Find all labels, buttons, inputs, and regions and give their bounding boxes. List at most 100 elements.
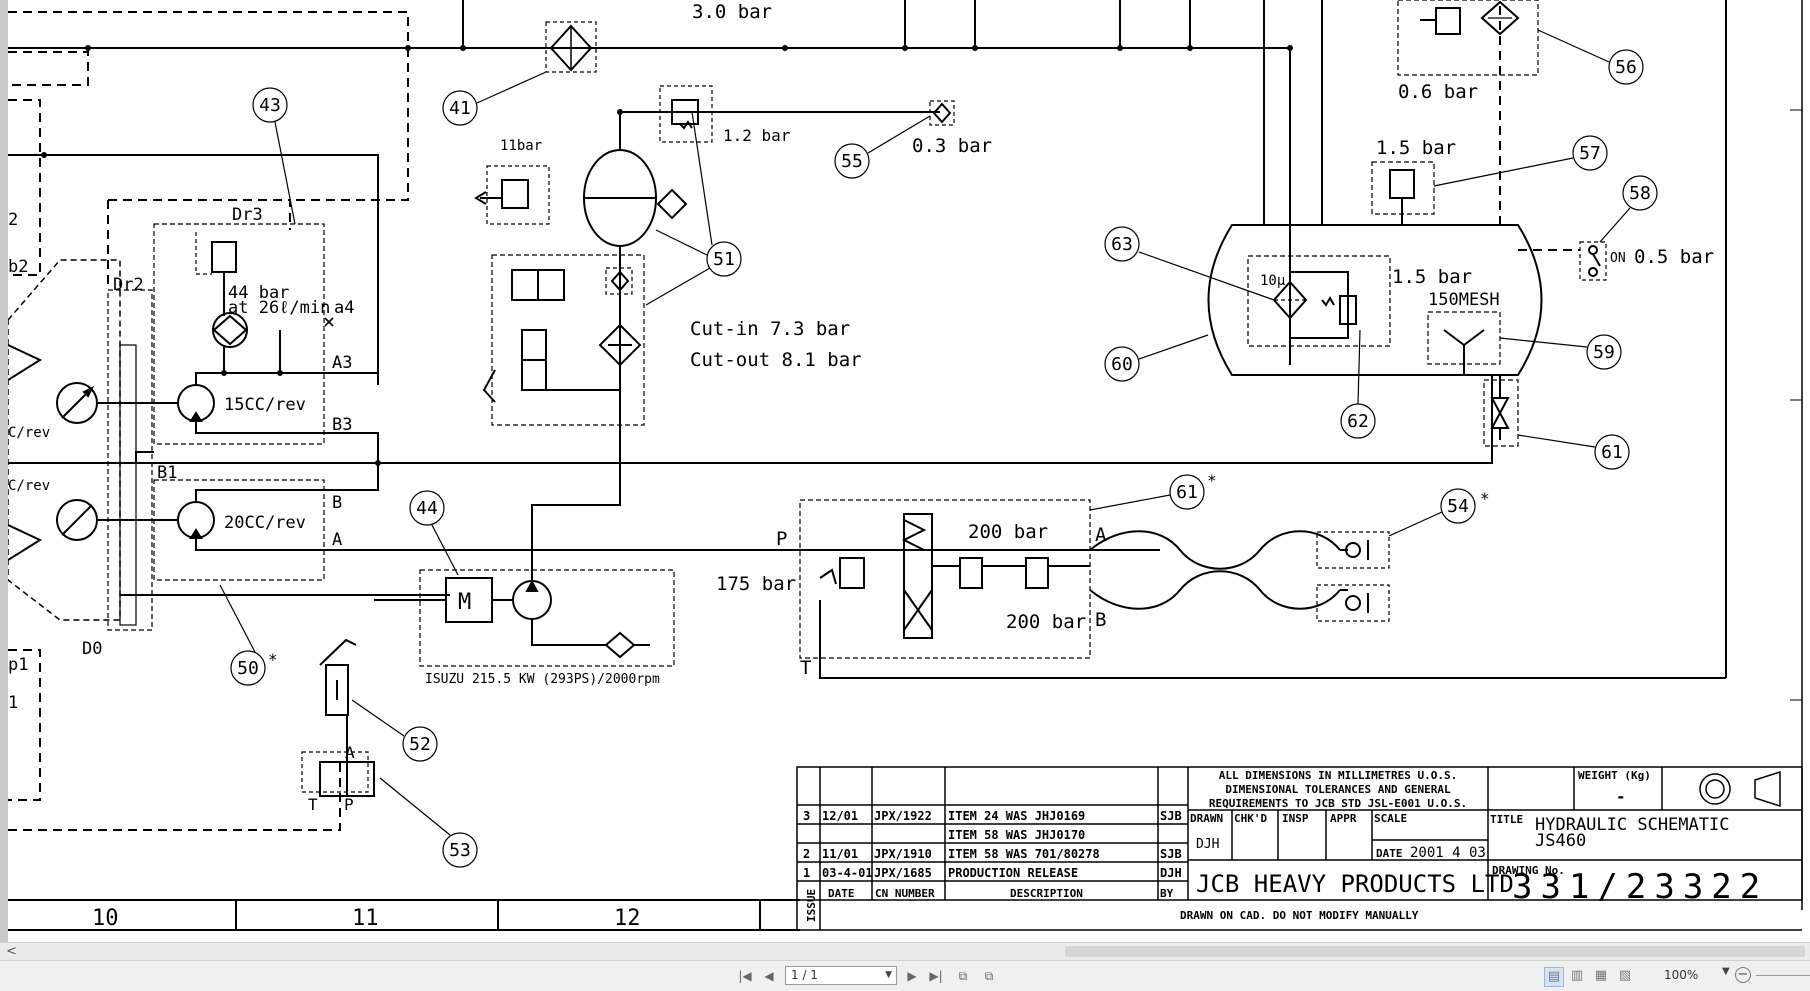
pressure-label: 1.2 bar [723, 126, 791, 145]
tb-row-by: DJH [1160, 866, 1182, 880]
next-page-icon[interactable]: ▶ [907, 969, 917, 983]
tb-row-by: SJB [1160, 809, 1182, 823]
facing-view-icon[interactable]: ▦ [1594, 968, 1608, 983]
tb-drawing-no-label: DRAWING No. [1492, 864, 1565, 877]
tb-row-date: 03-4-01 [822, 866, 873, 880]
motor-label: M [458, 590, 471, 615]
displacement-label: 20CC/rev [224, 513, 306, 533]
prev-page-icon[interactable]: ◀ [764, 969, 774, 983]
star-marker: * [268, 650, 278, 669]
pressure-label: 0.3 bar [912, 135, 992, 157]
column-label: 11 [352, 906, 379, 931]
tb-row-date: 12/01 [822, 809, 858, 823]
page-number-field[interactable]: 1 / 1 ▼ [785, 966, 897, 985]
tb-note: DIMENSIONAL TOLERANCES AND GENERAL [1225, 783, 1451, 796]
tb-date-value: 2001 4 03 [1410, 845, 1486, 861]
tb-title-2: JS460 [1535, 831, 1586, 851]
tb-note: ALL DIMENSIONS IN MILLIMETRES U.O.S. [1219, 769, 1457, 782]
single-page-view-icon[interactable]: ▤ [1544, 967, 1564, 987]
scroll-left-arrow[interactable]: < [6, 944, 17, 959]
callout-44: 44 [416, 498, 438, 519]
port-label: a4 [334, 298, 354, 318]
zoom-slider[interactable] [1756, 975, 1810, 976]
first-page-icon[interactable]: |◀ [738, 969, 752, 983]
callout-62: 62 [1347, 411, 1369, 432]
scrollbar-thumb[interactable] [1065, 946, 1805, 957]
tb-weight-value: - [1616, 787, 1626, 806]
port-label: b2 [8, 257, 28, 277]
star-marker: * [1480, 489, 1490, 508]
document-canvas: 10 11 12 3.0 bar [0, 0, 1803, 942]
zoom-out-icon[interactable]: − [1735, 967, 1751, 983]
tb-insp: INSP [1282, 812, 1309, 825]
callout-58: 58 [1629, 183, 1651, 204]
displacement-label: C/rev [8, 478, 50, 494]
pressure-label: at 26ℓ/min [228, 298, 330, 318]
tb-row-desc: ITEM 24 WAS JHJ0169 [948, 809, 1085, 823]
tb-title-1: HYDRAULIC SCHEMATIC [1535, 815, 1729, 835]
callout-63: 63 [1111, 234, 1133, 255]
tb-row-cn: JPX/1922 [874, 809, 932, 823]
tb-row-cn: JPX/1910 [874, 847, 932, 861]
column-label: 10 [92, 906, 119, 931]
tb-col-date: DATE [828, 887, 855, 900]
zoom-dropdown-icon[interactable]: ▼ [1722, 966, 1730, 977]
viewer-toolbar: |◀ ◀ 1 / 1 ▼ ▶ ▶| ⧉ ⧉ ▤ ▥ ▦ ▧ 100% ▼ − [0, 960, 1810, 991]
tb-row-cn: JPX/1685 [874, 866, 932, 880]
port-label: A [1095, 524, 1107, 546]
facing-continuous-icon[interactable]: ▧ [1618, 968, 1632, 983]
callout-52: 52 [409, 734, 431, 755]
tb-drawn: DRAWN [1190, 812, 1223, 825]
tb-weight-label: WEIGHT (Kg) [1578, 769, 1651, 782]
port-label: Dr2 [113, 275, 144, 295]
switch-on-label: ON [1610, 251, 1626, 266]
pressure-label: 11bar [500, 138, 542, 154]
tb-row-date: 11/01 [822, 847, 858, 861]
continuous-view-icon[interactable]: ▥ [1570, 968, 1584, 983]
cutin-label: Cut-in 7.3 bar [690, 318, 850, 340]
tb-row-desc: ITEM 58 WAS JHJ0170 [948, 828, 1085, 842]
tb-title-label: TITLE [1490, 813, 1523, 826]
tb-chkd: CHK'D [1234, 812, 1267, 825]
port-label: P [776, 528, 787, 550]
port-label: B3 [332, 415, 352, 435]
callout-57: 57 [1579, 143, 1601, 164]
copy-page-icon[interactable]: ⧉ [958, 969, 968, 983]
pressure-label: 175 bar [716, 573, 796, 595]
tb-row-desc: PRODUCTION RELEASE [948, 866, 1078, 880]
chevron-down-icon[interactable]: ▼ [885, 970, 892, 980]
callout-50: 50 [237, 658, 259, 679]
port-label: B [332, 493, 342, 513]
tb-row-issue: 2 [803, 847, 810, 861]
callout-51: 51 [713, 249, 735, 270]
tb-col-cn: CN NUMBER [875, 887, 935, 900]
port-label: 1 [8, 693, 18, 713]
mesh-label: 150MESH [1428, 290, 1500, 310]
callout-53: 53 [449, 840, 471, 861]
callout-60: 60 [1111, 354, 1133, 375]
zoom-level[interactable]: 100% [1664, 968, 1699, 982]
tb-drawn-by: DJH [1196, 837, 1219, 852]
tb-col-desc: DESCRIPTION [1010, 887, 1083, 900]
port-label: D0 [82, 639, 102, 659]
port-label: Dr3 [232, 205, 263, 225]
tb-issue-label: ISSUE [805, 889, 818, 922]
pressure-label: 200 bar [1006, 611, 1086, 633]
pressure-label: 3.0 bar [692, 1, 772, 23]
tb-date-label: DATE [1376, 847, 1403, 860]
port-label: p1 [8, 655, 28, 675]
tb-company: JCB HEAVY PRODUCTS LTD [1196, 870, 1514, 898]
horizontal-scrollbar[interactable]: < [0, 942, 1810, 961]
tb-row-issue: 1 [803, 866, 810, 880]
port-label: A [332, 530, 342, 550]
star-marker: * [1207, 471, 1217, 490]
tb-row-issue: 3 [803, 809, 810, 823]
port-label: T [800, 657, 811, 679]
callout-61: 61 [1601, 442, 1623, 463]
duplicate-page-icon[interactable]: ⧉ [984, 969, 994, 983]
filter-micron-label: 10μ [1260, 273, 1286, 289]
engine-label: ISUZU 215.5 KW (293PS)/2000rpm [425, 672, 660, 687]
tb-row-desc: ITEM 58 WAS 701/80278 [948, 847, 1100, 861]
last-page-icon[interactable]: ▶| [929, 969, 943, 983]
